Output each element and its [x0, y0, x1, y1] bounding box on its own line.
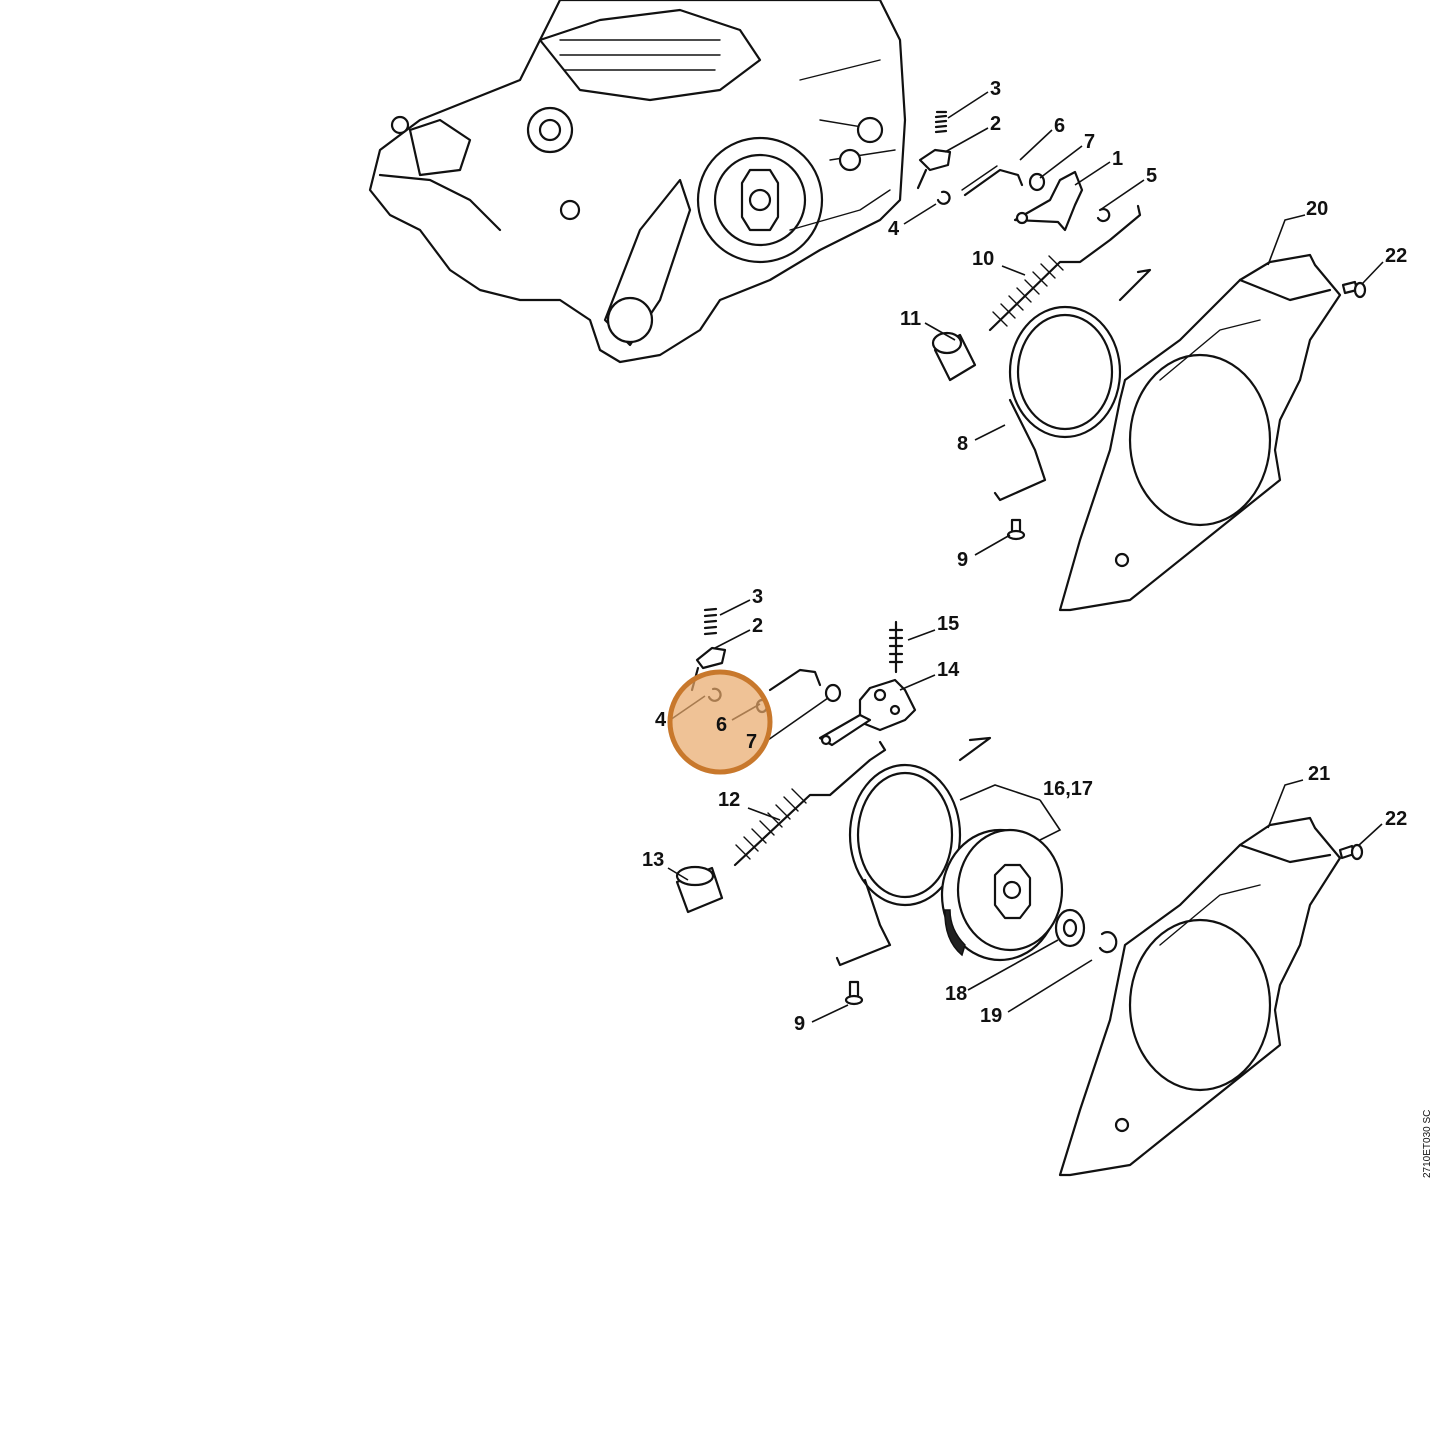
drawing-code: 2710ET030 SC	[1422, 1110, 1433, 1178]
clip-4-top	[936, 190, 951, 205]
spring-3-top	[934, 110, 948, 134]
callout-6-bottom[interactable]: 6	[716, 714, 727, 736]
clip-19	[1098, 931, 1118, 954]
callout-2-bottom[interactable]: 2	[752, 615, 763, 637]
cover-20	[1058, 253, 1342, 612]
callout-2-top[interactable]: 2	[990, 113, 1001, 135]
spring-3-bottom	[703, 607, 718, 636]
highlight-circle	[667, 669, 773, 775]
callout-1-top[interactable]: 1	[1112, 148, 1123, 170]
clutch-drum-16-17	[940, 828, 1064, 962]
callout-19[interactable]: 19	[980, 1005, 1002, 1027]
screw-22-top	[1341, 280, 1367, 299]
washer-18	[1054, 908, 1086, 948]
screw-22-bottom	[1338, 843, 1364, 861]
callout-12[interactable]: 12	[718, 789, 740, 811]
rod-6-top	[963, 168, 1024, 197]
callout-8[interactable]: 8	[957, 433, 968, 455]
callout-10[interactable]: 10	[972, 248, 994, 270]
clip-5-top	[1096, 207, 1111, 223]
screw-9-top	[1006, 518, 1026, 541]
callout-16-17[interactable]: 16,17	[1043, 778, 1093, 800]
callout-7-top[interactable]: 7	[1084, 131, 1095, 153]
brake-band-bottom	[835, 736, 992, 967]
callout-20[interactable]: 20	[1306, 198, 1328, 220]
screw-9-bottom	[844, 980, 864, 1006]
callout-11[interactable]: 11	[900, 308, 921, 330]
lever-assembly-14	[818, 678, 917, 747]
lever-2-bottom	[695, 646, 727, 670]
bottom-assembly	[675, 607, 1364, 1177]
rod-6-bottom	[768, 668, 822, 692]
callout-4-bottom[interactable]: 4	[655, 709, 667, 731]
callout-18[interactable]: 18	[945, 983, 967, 1005]
sleeve-13	[675, 865, 724, 914]
callout-13[interactable]: 13	[642, 849, 664, 871]
top-assembly	[916, 110, 1367, 612]
spring-12	[733, 740, 887, 867]
callout-labels-bottom: 3 2 15 14 4 6 7 21 22 16,17 12 13 18 19 …	[642, 586, 1407, 1035]
lever-1-top	[1013, 170, 1084, 232]
lever-2-top	[918, 148, 952, 172]
callout-9-bottom[interactable]: 9	[794, 1013, 805, 1035]
engine-crankcase	[368, 0, 907, 364]
spring-15	[888, 620, 904, 674]
callout-7-bottom[interactable]: 7	[746, 731, 757, 753]
callout-21[interactable]: 21	[1308, 763, 1330, 785]
callout-15[interactable]: 15	[937, 613, 959, 635]
callout-3-top[interactable]: 3	[990, 78, 1001, 100]
callout-9-top[interactable]: 9	[957, 549, 968, 571]
callout-22-bottom[interactable]: 22	[1385, 808, 1407, 830]
sleeve-11-top	[931, 331, 977, 382]
callout-5-top[interactable]: 5	[1146, 165, 1157, 187]
callout-22-top[interactable]: 22	[1385, 245, 1407, 267]
callout-labels-top: 3 2 6 7 1 5 4 20 22 10 11 8 9	[888, 78, 1407, 571]
callout-6-top[interactable]: 6	[1054, 115, 1065, 137]
cover-21	[1058, 816, 1342, 1177]
washer-7-bottom-big	[824, 683, 842, 703]
brake-band-8-top	[993, 268, 1152, 502]
spring-10-top	[988, 204, 1142, 332]
callout-4-top[interactable]: 4	[888, 218, 900, 240]
callout-14[interactable]: 14	[937, 659, 960, 681]
callout-3-bottom[interactable]: 3	[752, 586, 763, 608]
